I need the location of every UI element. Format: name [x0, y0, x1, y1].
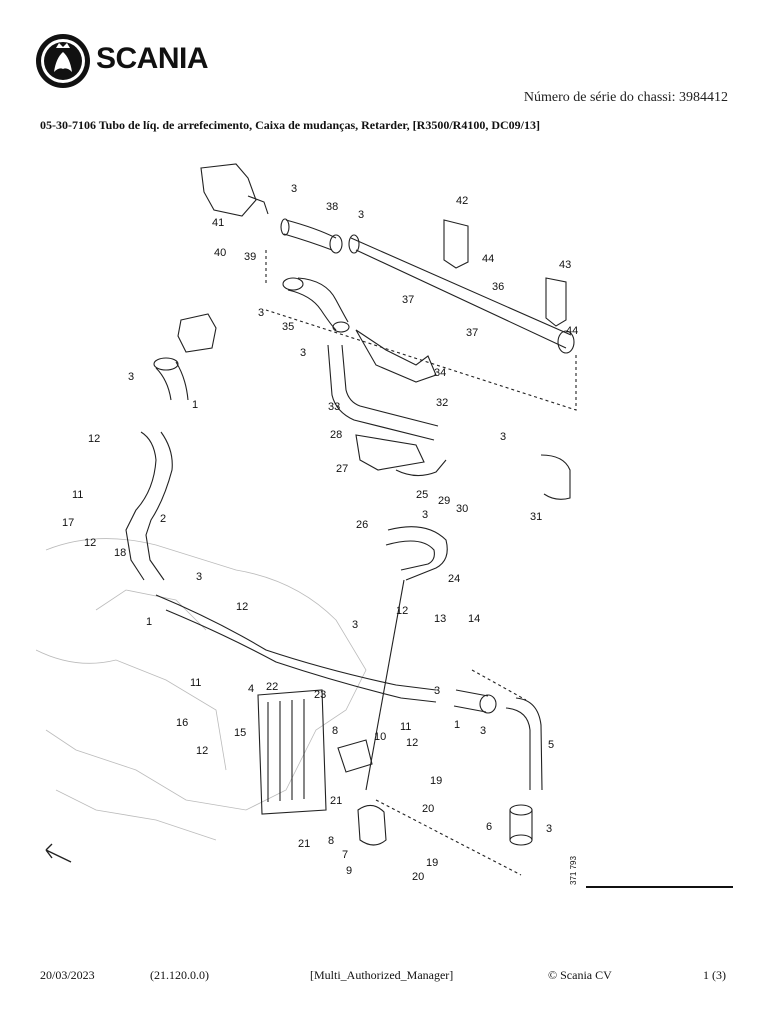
- callout-3: 3: [500, 431, 506, 443]
- callout-3: 3: [422, 509, 428, 521]
- callout-30: 30: [456, 503, 468, 515]
- callout-12: 12: [88, 433, 100, 445]
- callout-19: 19: [430, 775, 442, 787]
- callout-16: 16: [176, 717, 188, 729]
- callout-12: 12: [236, 601, 248, 613]
- callout-1: 1: [146, 616, 152, 628]
- callout-12: 12: [406, 737, 418, 749]
- callout-43: 43: [559, 259, 571, 271]
- callout-5: 5: [548, 739, 554, 751]
- callout-3: 3: [300, 347, 306, 359]
- callout-12: 12: [396, 605, 408, 617]
- callout-3: 3: [546, 823, 552, 835]
- callout-3: 3: [352, 619, 358, 631]
- exploded-view-drawing: 3 38 3 42 44 43 36 44 37 37 41 40 39 3 3…: [36, 163, 578, 885]
- callout-35: 35: [282, 321, 294, 333]
- callout-22: 22: [266, 681, 278, 693]
- callout-9: 9: [346, 865, 352, 877]
- callout-7: 7: [342, 849, 348, 861]
- callout-24: 24: [448, 573, 460, 585]
- callout-1: 1: [454, 719, 460, 731]
- callout-36: 36: [492, 281, 504, 293]
- callout-38: 38: [326, 201, 338, 213]
- parts-diagram: 3 38 3 42 44 43 36 44 37 37 41 40 39 3 3…: [36, 150, 736, 895]
- callout-11: 11: [190, 677, 201, 689]
- callout-23: 23: [314, 689, 326, 701]
- callout-10: 10: [374, 731, 386, 743]
- footer-page-number: 1 (3): [703, 968, 726, 982]
- callout-19: 19: [426, 857, 438, 869]
- callout-13: 13: [434, 613, 446, 625]
- callout-3: 3: [291, 183, 297, 195]
- footer-date: 20/03/2023: [40, 968, 95, 982]
- callout-labels: 3 38 3 42 44 43 36 44 37 37 41 40 39 3 3…: [62, 183, 578, 885]
- chassis-number: Número de série do chassi: 3984412: [523, 90, 728, 105]
- callout-32: 32: [436, 397, 448, 409]
- callout-31: 31: [530, 511, 542, 523]
- footer-version: (21.120.0.0): [150, 968, 209, 982]
- callout-8: 8: [332, 725, 338, 737]
- callout-21: 21: [330, 795, 342, 807]
- callout-41: 41: [212, 217, 224, 229]
- image-reference: 371 793: [569, 856, 578, 885]
- callout-3: 3: [196, 571, 202, 583]
- callout-25: 25: [416, 489, 428, 501]
- callout-37: 37: [466, 327, 478, 339]
- callout-40: 40: [214, 247, 226, 259]
- scania-logo: SCANIA: [34, 32, 244, 92]
- callout-14: 14: [468, 613, 480, 625]
- scania-griffin-badge-icon: [36, 34, 90, 88]
- callout-11: 11: [72, 489, 83, 501]
- callout-8: 8: [328, 835, 334, 847]
- callout-39: 39: [244, 251, 256, 263]
- separator-line: [586, 886, 733, 888]
- callout-37: 37: [402, 294, 414, 306]
- callout-12: 12: [196, 745, 208, 757]
- callout-18: 18: [114, 547, 126, 559]
- callout-29: 29: [438, 495, 450, 507]
- callout-20: 20: [422, 803, 434, 815]
- callout-6: 6: [486, 821, 492, 833]
- callout-12: 12: [84, 537, 96, 549]
- callout-42: 42: [456, 195, 468, 207]
- callout-21: 21: [298, 838, 310, 850]
- page-title: 05-30-7106 Tubo de líq. de arrefecimento…: [40, 118, 540, 132]
- callout-28: 28: [330, 429, 342, 441]
- callout-3: 3: [480, 725, 486, 737]
- callout-33: 33: [328, 401, 340, 413]
- callout-2: 2: [160, 513, 166, 525]
- callout-3: 3: [128, 371, 134, 383]
- callout-27: 27: [336, 463, 348, 475]
- logo-wordmark: SCANIA: [96, 42, 209, 75]
- callout-4: 4: [248, 683, 254, 695]
- callout-44: 44: [482, 253, 494, 265]
- callout-3: 3: [358, 209, 364, 221]
- callout-34: 34: [434, 367, 446, 379]
- callout-1: 1: [192, 399, 198, 411]
- footer-copyright: © Scania CV: [548, 968, 612, 982]
- callout-3: 3: [434, 685, 440, 697]
- callout-17: 17: [62, 517, 74, 529]
- footer-user: [Multi_Authorized_Manager]: [310, 968, 454, 982]
- callout-11: 11: [400, 721, 411, 733]
- callout-20: 20: [412, 871, 424, 883]
- callout-44: 44: [566, 325, 578, 337]
- callout-3: 3: [258, 307, 264, 319]
- callout-26: 26: [356, 519, 368, 531]
- callout-15: 15: [234, 727, 246, 739]
